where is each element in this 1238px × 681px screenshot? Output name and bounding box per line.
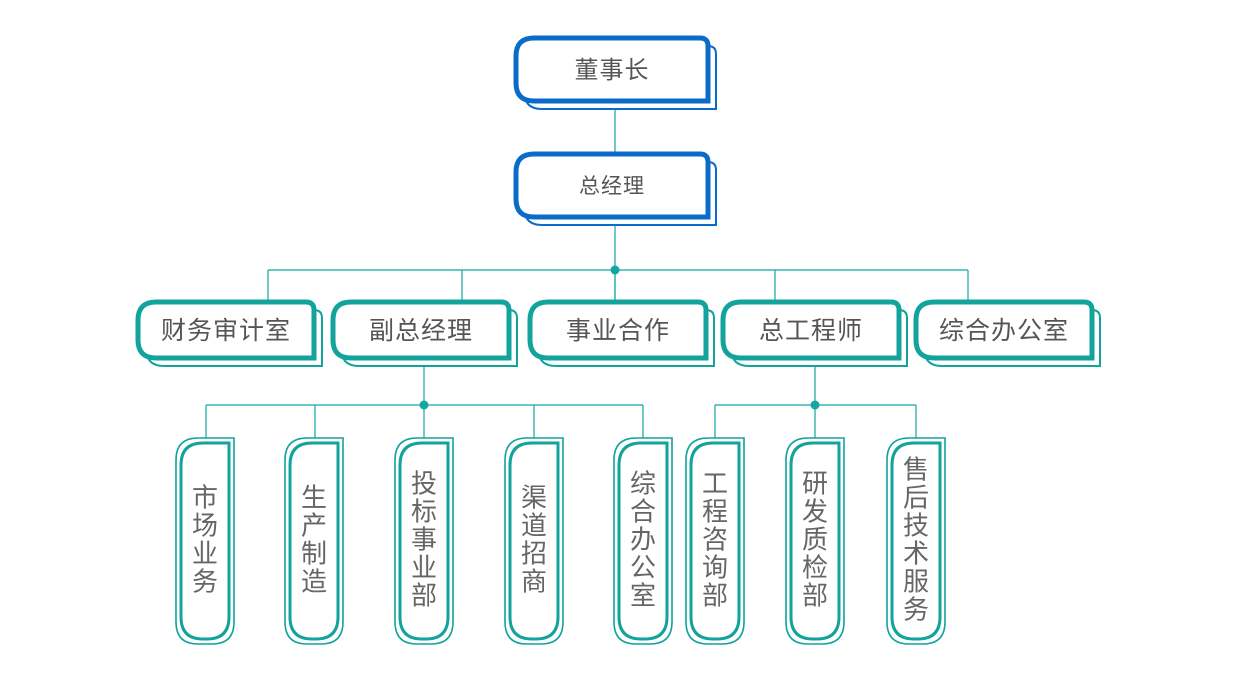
box-outline <box>913 299 1095 361</box>
box-label: 副总经理 <box>369 316 473 345</box>
department-business-coop: 事业合作 <box>527 299 715 367</box>
card-inner-outline <box>789 441 841 641</box>
unit-bidding: 投标事业部 <box>394 437 454 645</box>
department-general-office: 综合办公室 <box>913 299 1101 367</box>
department-finance-audit: 财务审计室 <box>135 299 323 367</box>
general-manager-box: 总经理 <box>513 151 717 226</box>
card-inner-outline <box>689 441 741 641</box>
box-label: 综合办公室 <box>939 316 1069 345</box>
card-label: 售后技术服务 <box>903 455 929 625</box>
unit-channel: 渠道招商 <box>504 437 564 645</box>
box-label: 事业合作 <box>566 316 670 345</box>
card-inner-outline <box>288 441 340 641</box>
card-inner-outline <box>617 441 669 641</box>
junction-dot <box>810 400 820 410</box>
card-label: 渠道招商 <box>521 483 547 597</box>
box-label: 总工程师 <box>759 316 863 345</box>
box-label: 财务审计室 <box>161 316 291 345</box>
card-inner-outline <box>508 441 560 641</box>
chairman-box: 董事长 <box>513 35 717 110</box>
unit-rnd-qc: 研发质检部 <box>785 437 845 645</box>
box-outline <box>330 299 512 361</box>
department-chief-engineer: 总工程师 <box>720 299 908 367</box>
unit-production: 生产制造 <box>284 437 344 645</box>
junction-dot <box>610 265 620 275</box>
card-label: 投标事业部 <box>411 469 437 611</box>
box-outline <box>720 299 902 361</box>
box-outline <box>513 151 711 220</box>
unit-consulting: 工程咨询部 <box>685 437 745 645</box>
chart-nodes: 董事长总经理财务审计室副总经理事业合作总工程师综合办公室市场业务生产制造投标事业… <box>135 35 1101 645</box>
box-outline <box>135 299 317 361</box>
card-label: 工程咨询部 <box>702 469 728 611</box>
card-inner-outline <box>890 441 942 641</box>
card-label: 综合办公室 <box>630 469 656 611</box>
card-label: 市场业务 <box>192 483 218 597</box>
box-outline <box>513 35 711 104</box>
department-deputy-gm: 副总经理 <box>330 299 518 367</box>
box-label: 董事长 <box>575 56 650 84</box>
card-inner-outline <box>179 441 231 641</box>
unit-after-sales: 售后技术服务 <box>886 437 946 645</box>
connector-lines <box>205 100 969 438</box>
card-label: 生产制造 <box>301 483 327 597</box>
unit-office2: 综合办公室 <box>613 437 673 645</box>
box-label: 总经理 <box>579 174 645 198</box>
unit-market: 市场业务 <box>175 437 235 645</box>
card-inner-outline <box>398 441 450 641</box>
junction-dot <box>419 400 429 410</box>
box-outline <box>527 299 709 361</box>
card-label: 研发质检部 <box>802 469 828 611</box>
